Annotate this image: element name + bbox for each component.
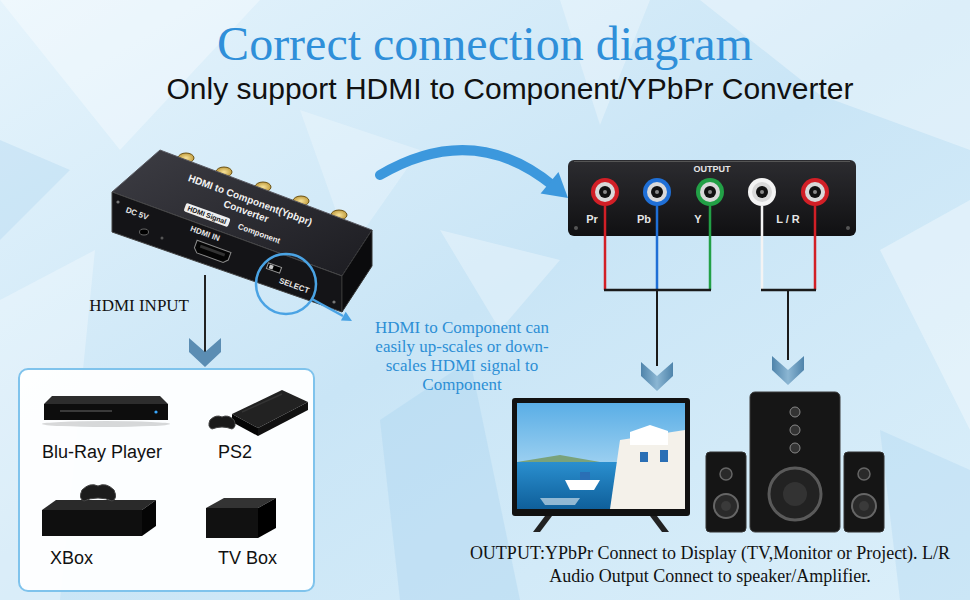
chevron xyxy=(641,362,673,391)
node-text: L / R xyxy=(776,213,800,226)
diagram-title: Correct connection diagram xyxy=(0,18,970,71)
connector xyxy=(380,150,568,198)
bluray-player xyxy=(42,396,170,427)
tv-illustration xyxy=(512,398,690,532)
connector-line xyxy=(380,150,554,186)
source-devices-box: Blu-Ray Player PS2XBox TV Box xyxy=(18,368,315,592)
node-text: Pb xyxy=(637,213,651,226)
node-text: PS2 xyxy=(218,442,252,464)
node-text: Pr xyxy=(586,213,598,226)
node-text: OUTPUT xyxy=(694,164,731,175)
xbox-console xyxy=(42,485,156,536)
speaker-illustration xyxy=(706,392,884,532)
connector-line xyxy=(204,275,206,354)
component-wires xyxy=(604,236,816,366)
output-panel: OUTPUT Pr Pb Y L / R xyxy=(568,160,856,236)
connector xyxy=(189,275,221,367)
callout-note: HDMI to Component can easily up-scales o… xyxy=(362,318,562,394)
arrow-head xyxy=(541,172,568,198)
node-text: TV Box xyxy=(218,548,277,570)
chevron-head xyxy=(189,338,221,367)
ps2-console xyxy=(209,390,308,436)
node-text: Blu-Ray Player xyxy=(42,442,162,464)
converter-device: HDMI to Component(Ypbpr) ConverterHDMI S… xyxy=(108,140,380,275)
subtitle: Only support HDMI to Component/YPbPr Con… xyxy=(35,72,970,107)
edge-label: HDMI INPUT xyxy=(89,296,189,316)
chevron xyxy=(772,356,804,385)
tv-box xyxy=(206,498,276,538)
caption: OUTPUT:YPbPr Connect to Display (TV,Moni… xyxy=(462,542,958,587)
node-text: Y xyxy=(694,213,701,226)
node-text: XBox xyxy=(50,548,93,570)
